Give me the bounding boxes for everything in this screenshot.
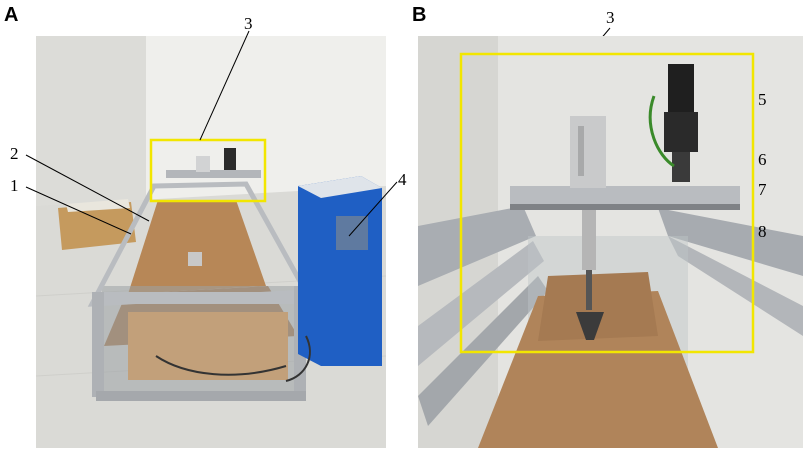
leader-line-a4 bbox=[348, 181, 398, 237]
leader-line-a3 bbox=[199, 30, 250, 141]
callout-b6: 6 bbox=[758, 150, 767, 169]
panel-label-a: A bbox=[4, 4, 19, 26]
photo-b bbox=[418, 36, 803, 448]
photo-a-illustration bbox=[36, 36, 386, 448]
leader-line-a2 bbox=[25, 154, 150, 222]
callout-a3: 3 bbox=[244, 14, 253, 33]
panel-label-b: B bbox=[412, 4, 427, 26]
callout-a2: 2 bbox=[10, 144, 19, 163]
callout-a1: 1 bbox=[10, 176, 19, 195]
leader-line-a1 bbox=[25, 186, 132, 235]
photo-b-illustration bbox=[418, 36, 803, 448]
callout-b8: 8 bbox=[758, 222, 767, 241]
callout-b7: 7 bbox=[758, 180, 767, 199]
callout-a4: 4 bbox=[398, 170, 407, 189]
photo-a bbox=[36, 36, 386, 448]
callout-b3: 3 bbox=[606, 8, 615, 27]
callout-b5: 5 bbox=[758, 90, 767, 109]
